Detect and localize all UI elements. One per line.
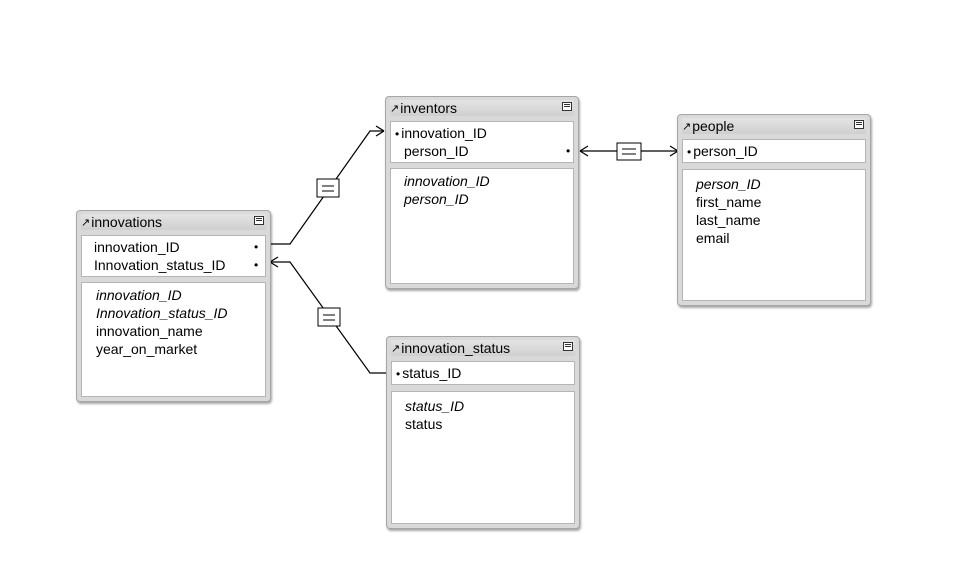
field-row[interactable]: year_on_market — [82, 340, 265, 358]
collapse-icon[interactable] — [562, 102, 572, 111]
crows-foot-icon — [669, 145, 679, 157]
field-name: Innovation_status_ID — [94, 257, 226, 273]
match-dot-icon: • — [687, 145, 692, 159]
key-fields: innovation_ID • Innovation_status_ID • — [81, 235, 266, 277]
field-list: status_ID status — [391, 391, 575, 524]
table-header[interactable]: ↗innovation_status — [391, 340, 575, 356]
field-name: innovation_ID — [96, 287, 182, 303]
table-innovation-status[interactable]: ↗innovation_status •status_ID status_ID … — [386, 336, 580, 529]
table-innovations[interactable]: ↗innovations innovation_ID • Innovation_… — [76, 210, 271, 402]
table-header[interactable]: ↗inventors — [390, 100, 574, 116]
field-name: year_on_market — [96, 341, 198, 357]
field-name: person_ID — [404, 191, 469, 207]
field-row[interactable]: person_ID — [683, 175, 865, 193]
field-row[interactable]: status_ID — [392, 397, 574, 415]
field-name: status_ID — [402, 365, 462, 381]
collapse-icon[interactable] — [563, 342, 573, 351]
equals-operator-icon[interactable] — [317, 307, 341, 327]
crows-foot-icon — [269, 256, 279, 268]
field-name: email — [696, 230, 730, 246]
table-name: innovations — [91, 214, 163, 230]
match-dot-icon: • — [396, 367, 401, 381]
field-row[interactable]: email — [683, 229, 865, 247]
field-name: person_ID — [404, 143, 469, 159]
key-fields: •person_ID — [682, 139, 866, 163]
collapse-icon[interactable] — [854, 120, 864, 129]
north-east-arrow-icon: ↗ — [81, 217, 91, 229]
crows-foot-icon — [375, 125, 385, 137]
key-fields: •innovation_ID person_ID • — [390, 121, 574, 163]
table-name: inventors — [400, 100, 458, 116]
key-field-row[interactable]: person_ID • — [391, 142, 573, 160]
field-row[interactable]: innovation_ID — [82, 286, 265, 304]
field-list: person_ID first_name last_name email — [682, 169, 866, 301]
key-fields: •status_ID — [391, 361, 575, 385]
field-name: person_ID — [693, 143, 758, 159]
field-list: innovation_ID Innovation_status_ID innov… — [81, 282, 266, 397]
crows-foot-icon — [579, 145, 589, 157]
key-field-row[interactable]: •status_ID — [392, 364, 574, 382]
field-name: status — [405, 416, 443, 432]
field-row[interactable]: status — [392, 415, 574, 433]
key-field-row[interactable]: innovation_ID • — [82, 238, 265, 256]
equals-operator-icon[interactable] — [616, 142, 642, 161]
table-people[interactable]: ↗people •person_ID person_ID first_name … — [677, 114, 871, 306]
field-name: person_ID — [696, 176, 761, 192]
field-row[interactable]: first_name — [683, 193, 865, 211]
field-row[interactable]: Innovation_status_ID — [82, 304, 265, 322]
field-name: last_name — [696, 212, 761, 228]
field-row[interactable]: innovation_ID — [391, 172, 573, 190]
table-header[interactable]: ↗people — [682, 118, 866, 134]
field-row[interactable]: last_name — [683, 211, 865, 229]
match-dot-icon: • — [254, 258, 259, 272]
match-dot-icon: • — [566, 144, 571, 158]
field-row[interactable]: person_ID — [391, 190, 573, 208]
key-field-row[interactable]: •innovation_ID — [391, 124, 573, 142]
field-row[interactable]: innovation_name — [82, 322, 265, 340]
north-east-arrow-icon: ↗ — [682, 121, 692, 133]
table-name: people — [692, 118, 735, 134]
key-field-row[interactable]: Innovation_status_ID • — [82, 256, 265, 274]
field-name: status_ID — [405, 398, 465, 414]
north-east-arrow-icon: ↗ — [390, 103, 400, 115]
field-name: Innovation_status_ID — [96, 305, 228, 321]
field-name: innovation_ID — [94, 239, 180, 255]
field-name: innovation_ID — [401, 125, 487, 141]
table-name: innovation_status — [401, 340, 511, 356]
match-dot-icon: • — [395, 127, 400, 141]
match-dot-icon: • — [254, 240, 259, 254]
equals-operator-icon[interactable] — [316, 178, 340, 198]
field-name: first_name — [696, 194, 762, 210]
north-east-arrow-icon: ↗ — [391, 343, 401, 355]
collapse-icon[interactable] — [254, 216, 264, 225]
field-name: innovation_ID — [404, 173, 490, 189]
table-header[interactable]: ↗innovations — [81, 214, 266, 230]
table-inventors[interactable]: ↗inventors •innovation_ID person_ID • in… — [385, 96, 579, 289]
key-field-row[interactable]: •person_ID — [683, 142, 865, 160]
field-list: innovation_ID person_ID — [390, 168, 574, 284]
field-name: innovation_name — [96, 323, 203, 339]
